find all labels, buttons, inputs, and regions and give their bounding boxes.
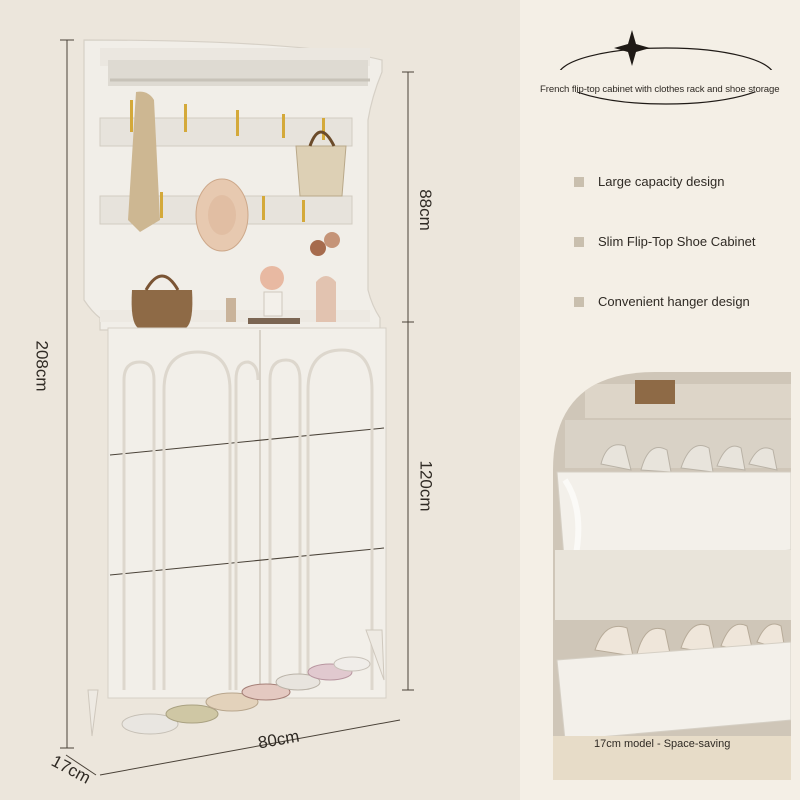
feature-label: Large capacity design <box>598 174 725 189</box>
sparkle-ornament <box>548 30 788 105</box>
cabinet-illustration <box>60 39 414 776</box>
feature-item-slim: Slim Flip-Top Shoe Cabinet <box>574 234 756 249</box>
feature-item-hanger: Convenient hanger design <box>574 294 750 309</box>
total-height-label: 208cm <box>32 340 52 392</box>
upper-height-label: 88cm <box>415 189 435 231</box>
feature-label: Convenient hanger design <box>598 294 750 309</box>
lower-height-label: 120cm <box>416 460 436 512</box>
feature-label: Slim Flip-Top Shoe Cabinet <box>598 234 756 249</box>
detail-arch-photo <box>553 372 791 780</box>
bullet-icon <box>574 236 584 247</box>
detail-caption: 17cm model - Space-saving <box>594 738 731 750</box>
bullet-icon <box>574 296 584 307</box>
feature-item-capacity: Large capacity design <box>574 174 724 189</box>
bullet-icon <box>574 176 584 187</box>
headline-text: French flip-top cabinet with clothes rac… <box>540 84 780 95</box>
